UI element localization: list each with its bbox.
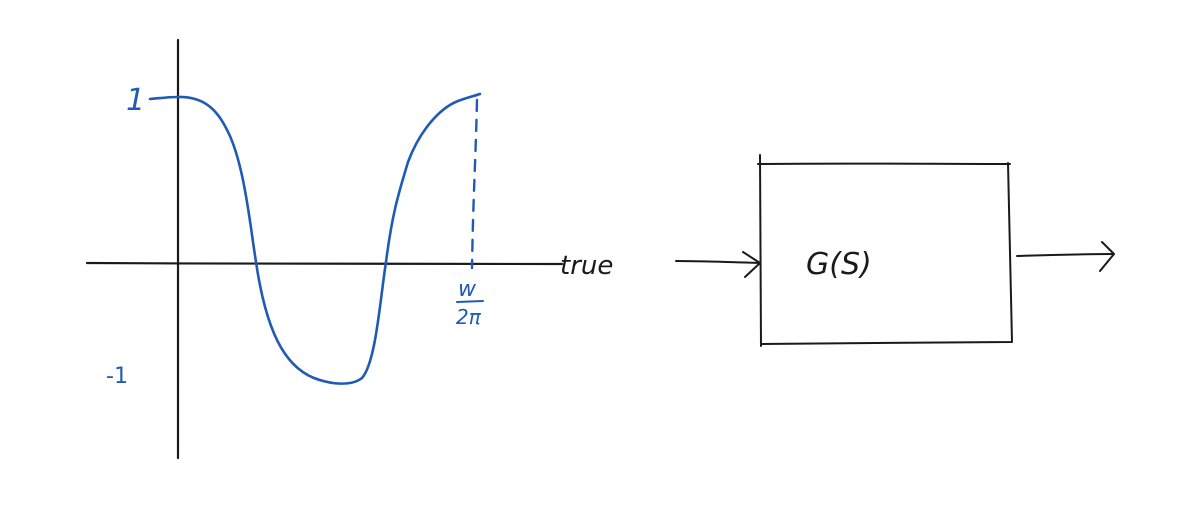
x-axis-label: true: [560, 251, 613, 281]
waveform-curve: [148, 92, 482, 385]
y-label-bottom: -1: [106, 364, 128, 389]
x-axis: [85, 261, 564, 266]
transfer-function-label: G(S): [806, 247, 872, 282]
waveform-graph: 1 -1 true w 2π: [85, 38, 613, 460]
y-label-top: 1: [126, 83, 145, 118]
input-arrow: [675, 251, 761, 278]
output-arrow: [1016, 241, 1115, 272]
period-label: w 2π: [456, 277, 484, 329]
fraction-bar: [456, 300, 484, 303]
period-marker-dashed-line: [470, 98, 479, 270]
period-label-denominator: 2π: [456, 305, 482, 329]
block-diagram: G(S): [675, 154, 1115, 347]
period-label-numerator: w: [458, 277, 477, 302]
transfer-function-block: [757, 154, 1013, 347]
